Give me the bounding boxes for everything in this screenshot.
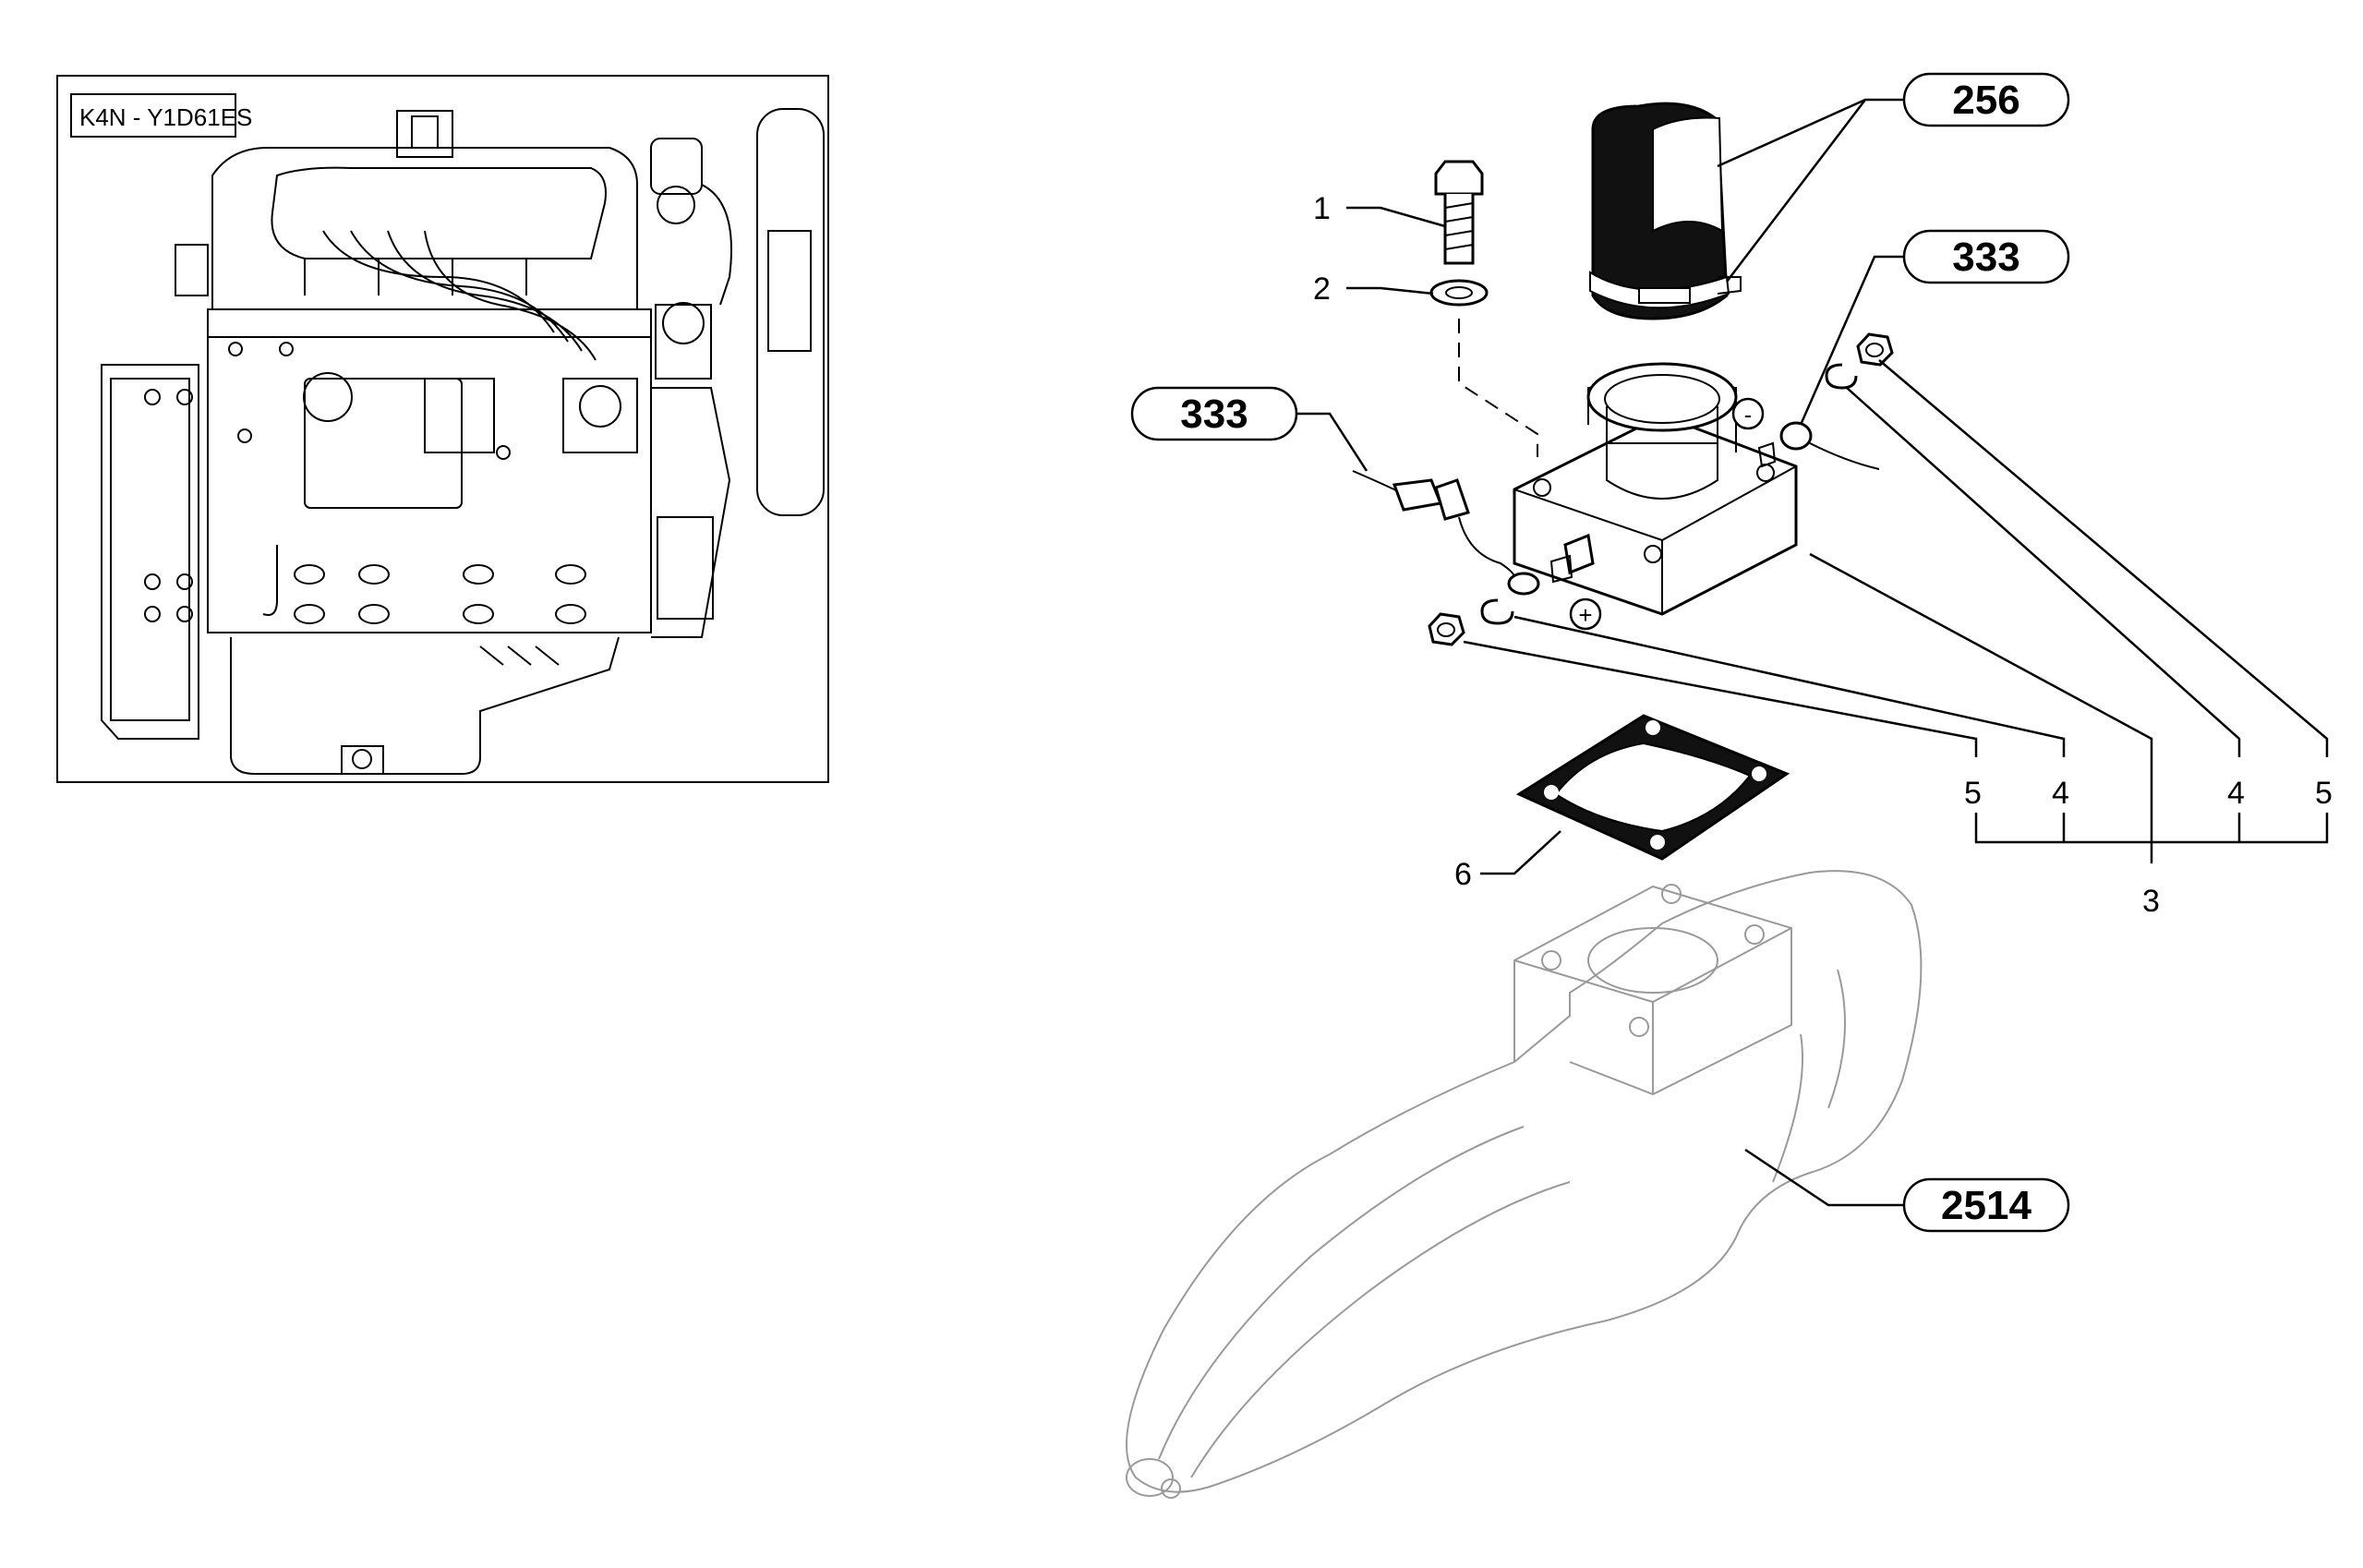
leader-lines [1296, 98, 2329, 1207]
washer [1429, 279, 1489, 307]
callout-4-left: 4 [2052, 776, 2069, 811]
model-label: K4N - Y1D61ES [79, 103, 252, 131]
ref-333-right: 333 [1902, 229, 2070, 284]
callout-5-right: 5 [2315, 776, 2333, 811]
svg-text:+: + [1578, 601, 1592, 629]
nut-left [1428, 612, 1465, 646]
callout-5-left: 5 [1964, 776, 1982, 811]
gasket [1515, 714, 1790, 861]
svg-text:333: 333 [1952, 235, 2019, 280]
callout-2: 2 [1313, 271, 1331, 307]
callout-6: 6 [1454, 857, 1472, 892]
lock-washer-left [1480, 598, 1514, 625]
engine-drawing [101, 108, 825, 775]
nut-right [1856, 332, 1894, 367]
callout-3: 3 [2142, 884, 2160, 919]
ref-2514: 2514 [1902, 1177, 2070, 1233]
svg-text:333: 333 [1180, 392, 1248, 437]
assembly-dash-line [1458, 319, 1538, 457]
ground-terminal [1779, 421, 1880, 470]
svg-text:2514: 2514 [1941, 1183, 2031, 1228]
callout-4-right: 4 [2227, 776, 2245, 811]
bolt [1434, 160, 1484, 265]
ref-256: 256 [1902, 72, 2070, 127]
callout-1: 1 [1313, 191, 1331, 226]
callout-labels: 1 2 3 5 4 4 5 6 [1313, 191, 2333, 919]
exhaust-hose [1589, 102, 1742, 320]
sensor-cable [1352, 470, 1540, 596]
lock-washer-right [1825, 363, 1858, 390]
engine-inset: K4N - Y1D61ES [56, 75, 829, 783]
ref-333-left: 333 [1130, 386, 1298, 441]
exhaust-manifold [1126, 870, 1923, 1499]
plus-symbol: + [1569, 597, 1602, 631]
model-label-box [70, 93, 236, 138]
elbow-body [1513, 362, 1798, 616]
minus-symbol: - [1731, 397, 1765, 430]
svg-text:256: 256 [1952, 78, 2019, 123]
svg-text:-: - [1744, 401, 1753, 428]
reference-labels: 256 333 333 2514 [1130, 72, 2070, 1233]
